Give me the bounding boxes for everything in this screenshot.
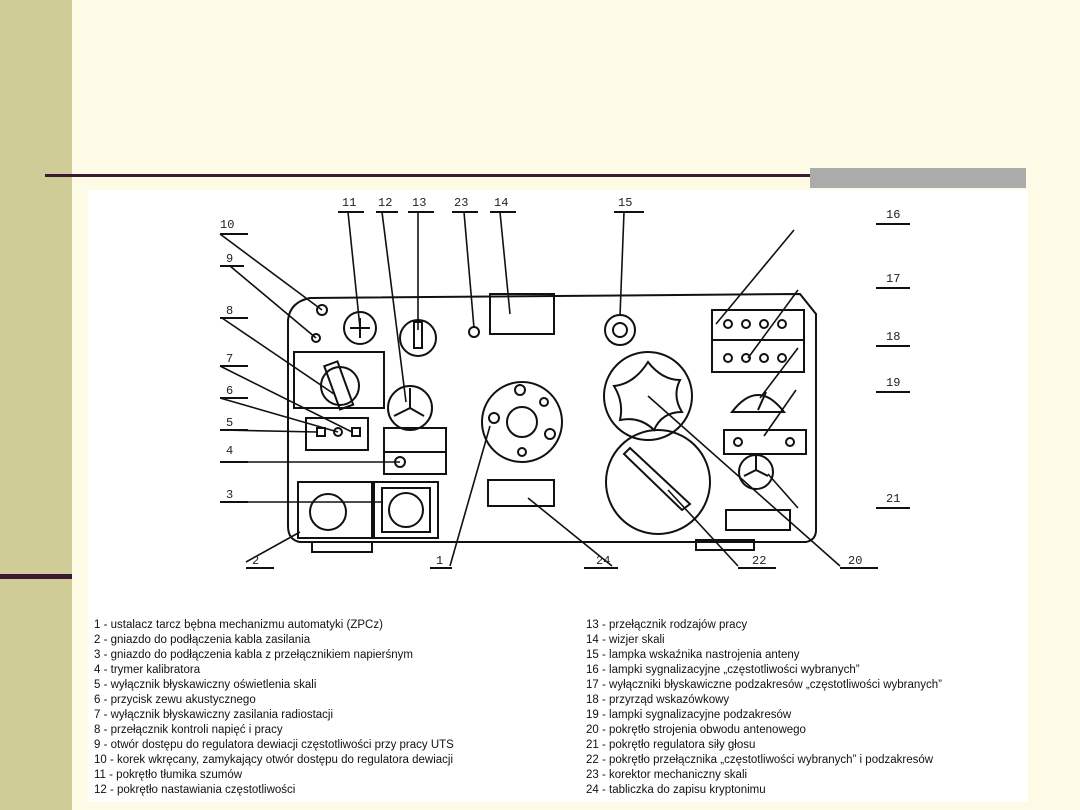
callout-16: 16 — [886, 208, 900, 222]
callout-1: 1 — [436, 554, 443, 568]
legend-item: 13 - przełącznik rodzajów pracy — [586, 619, 748, 631]
legend-item: 2 - gniazdo do podłączenia kabla zasilan… — [94, 634, 311, 646]
legend-item: 6 - przycisk zewu akustycznego — [94, 694, 256, 706]
legend-item: 5 - wyłącznik błyskawiczny oświetlenia s… — [94, 679, 317, 691]
legend-item: 4 - trymer kalibratora — [94, 664, 201, 676]
legend-item: 24 - tabliczka do zapisu kryptonimu — [586, 784, 766, 796]
callout-17: 17 — [886, 272, 900, 286]
legend-item: 10 - korek wkręcany, zamykający otwór do… — [94, 754, 454, 766]
callout-6: 6 — [226, 384, 233, 398]
callout-23: 23 — [454, 196, 468, 210]
callout-8: 8 — [226, 304, 233, 318]
legend-item: 18 - przyrząd wskazówkowy — [586, 694, 730, 706]
panel-diagram: 1 2 3 4 5 6 7 8 9 10 11 12 13 23 14 15 1… — [219, 196, 910, 569]
legend-item: 21 - pokrętło regulatora siły głosu — [586, 739, 756, 751]
callout-5: 5 — [226, 416, 233, 430]
callout-9: 9 — [226, 252, 233, 266]
legend-item: 8 - przełącznik kontroli napięć i pracy — [94, 724, 283, 736]
callout-11: 11 — [342, 196, 356, 210]
legend-left-column: 1 - ustalacz tarcz bębna mechanizmu auto… — [94, 618, 574, 798]
legend-item: 15 - lampka wskaźnika nastrojenia anteny — [586, 649, 800, 661]
title-rule — [45, 174, 1026, 177]
legend-item: 11 - pokrętło tłumika szumów — [94, 769, 243, 781]
callout-18: 18 — [886, 330, 900, 344]
accent-bar — [810, 168, 1026, 188]
legend-item: 22 - pokrętło przełącznika „częstotliwoś… — [586, 754, 934, 766]
legend-item: 17 - wyłączniki błyskawiczne podzakresów… — [586, 679, 942, 691]
legend-item: 7 - wyłącznik błyskawiczny zasilania rad… — [94, 709, 334, 721]
legend-item: 19 - lampki sygnalizacyjne podzakresów — [586, 709, 792, 721]
legend-item: 9 - otwór dostępu do regulatora dewiacji… — [94, 739, 454, 751]
slide-sidebar — [0, 0, 72, 810]
sidebar-rule — [0, 574, 72, 579]
callout-20: 20 — [848, 554, 862, 568]
radio-panel-figure: 1 2 3 4 5 6 7 8 9 10 11 12 13 23 14 15 1… — [88, 190, 1028, 802]
legend-item: 12 - pokrętło nastawiania częstotliwości — [94, 784, 296, 796]
legend-item: 23 - korektor mechaniczny skali — [586, 769, 748, 781]
legend-item: 1 - ustalacz tarcz bębna mechanizmu auto… — [94, 619, 383, 631]
callout-2: 2 — [252, 554, 259, 568]
legend-item: 20 - pokrętło strojenia obwodu antenoweg… — [586, 724, 806, 736]
legend-item: 14 - wizjer skali — [586, 634, 665, 646]
legend-right-column: 13 - przełącznik rodzajów pracy 14 - wiz… — [586, 618, 1031, 798]
callout-19: 19 — [886, 376, 900, 390]
callout-7: 7 — [226, 352, 233, 366]
callout-22: 22 — [752, 554, 766, 568]
legend-item: 3 - gniazdo do podłączenia kabla z przeł… — [94, 649, 413, 661]
callout-14: 14 — [494, 196, 508, 210]
callout-12: 12 — [378, 196, 392, 210]
callout-3: 3 — [226, 488, 233, 502]
legend-item: 16 - lampki sygnalizacyjne „częstotliwoś… — [586, 664, 860, 676]
callout-21: 21 — [886, 492, 900, 506]
callout-13: 13 — [412, 196, 426, 210]
callout-10: 10 — [220, 218, 234, 232]
callout-24: 24 — [596, 554, 610, 568]
callout-4: 4 — [226, 444, 233, 458]
callout-15: 15 — [618, 196, 632, 210]
